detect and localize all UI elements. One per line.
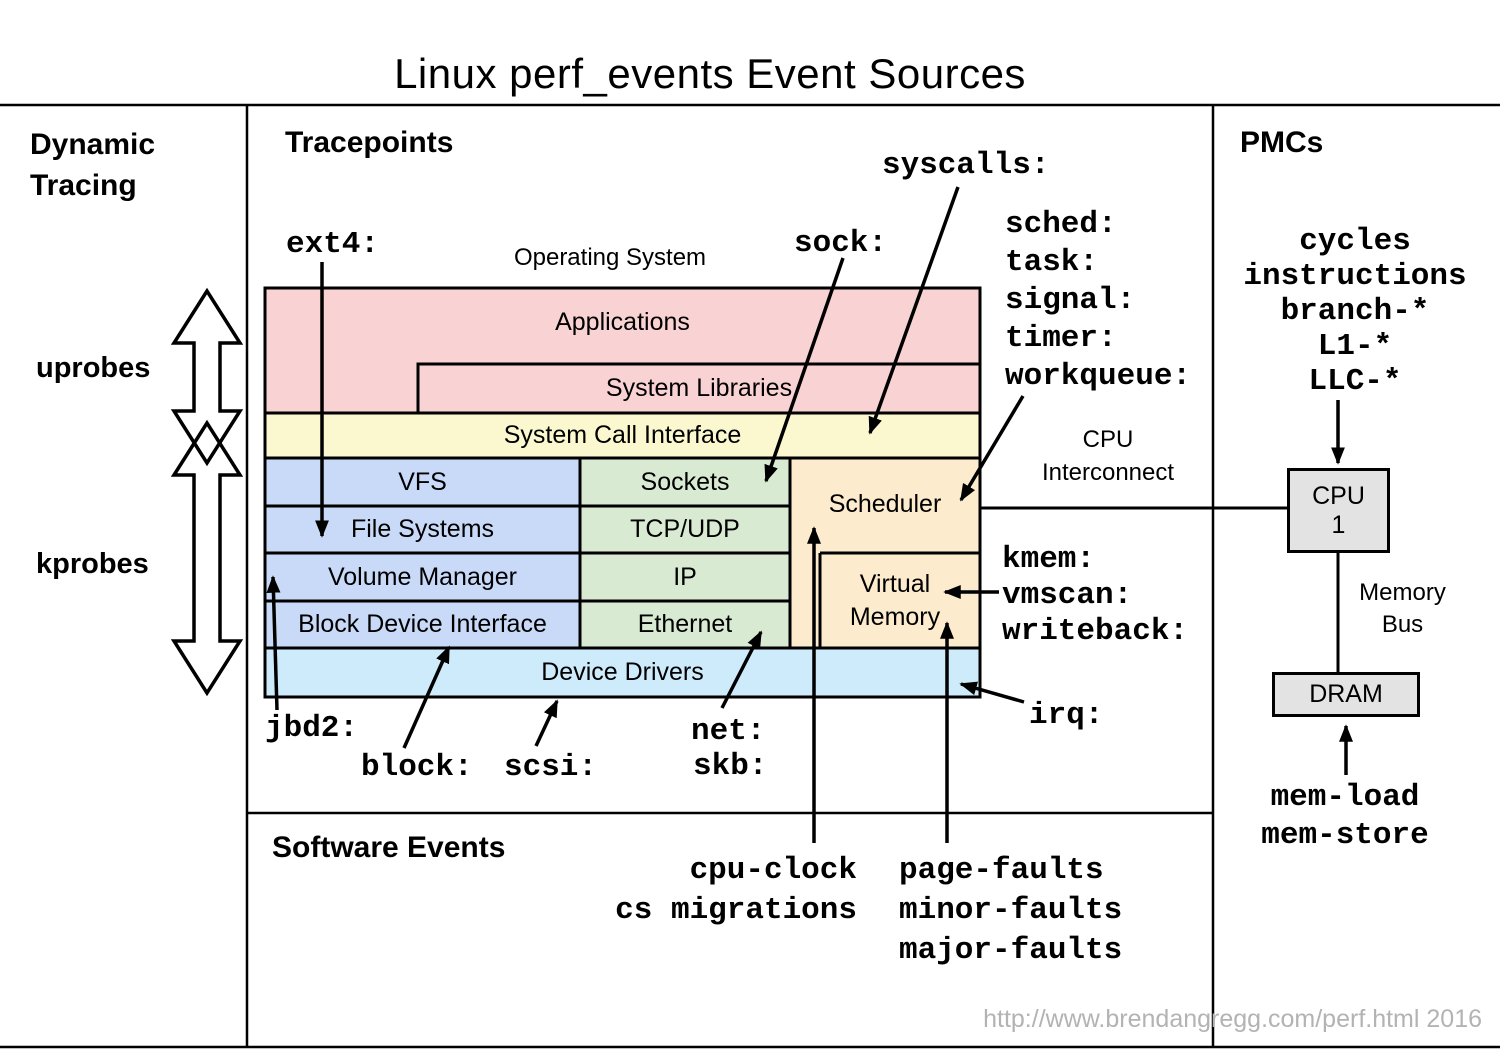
- vfs-cell: VFS: [265, 458, 580, 506]
- faults-group-labels: page-faults minor-faults major-faults: [899, 851, 1122, 971]
- task-label: task:: [1005, 245, 1099, 280]
- volume-manager-label: Volume Manager: [327, 562, 517, 591]
- footer-url: http://www.brendangregg.com/perf.html 20…: [983, 1005, 1482, 1033]
- software-events-heading: Software Events: [272, 831, 506, 864]
- pmcs-heading: PMCs: [1240, 126, 1324, 159]
- cpu1-label-line1: CPU: [1312, 481, 1365, 510]
- dynamic-tracing-heading-line1: Dynamic: [30, 128, 156, 161]
- major-faults-label: major-faults: [899, 933, 1123, 968]
- page-title: Linux perf_events Event Sources: [394, 50, 1026, 97]
- minor-faults-label: minor-faults: [899, 893, 1123, 928]
- operating-system-caption: Operating System: [513, 244, 707, 271]
- syscalls-label: syscalls:: [882, 148, 1050, 183]
- instructions-label: instructions: [1243, 259, 1467, 294]
- sched-label: sched:: [1005, 207, 1117, 242]
- mem-load-label: mem-load: [1270, 780, 1420, 815]
- llc-label: LLC-*: [1308, 364, 1402, 399]
- system-call-interface-cell: System Call Interface: [265, 413, 980, 458]
- cpu-clock-label: cpu-clock: [689, 853, 857, 888]
- skb-label: skb:: [693, 749, 768, 784]
- cs-migrations-label: cs migrations: [615, 893, 857, 928]
- dram-box: DRAM: [1272, 672, 1420, 717]
- mem-store-label: mem-store: [1261, 818, 1429, 853]
- jbd2-label: jbd2:: [265, 711, 359, 746]
- block-device-interface-cell: Block Device Interface: [265, 601, 580, 648]
- virtual-memory-cell: Virtual Memory: [820, 553, 970, 648]
- volume-manager-cell: Volume Manager: [265, 553, 580, 601]
- page-faults-label: page-faults: [899, 853, 1104, 888]
- virtual-memory-label-line1: Virtual: [859, 569, 931, 598]
- sockets-label: Sockets: [640, 467, 730, 496]
- ethernet-label: Ethernet: [637, 610, 733, 638]
- dram-label: DRAM: [1309, 680, 1383, 708]
- workqueue-label: workqueue:: [1005, 359, 1192, 394]
- uprobes-kprobes-arrows: [170, 287, 244, 697]
- cpu-interconnect-label: CPU Interconnect: [1028, 423, 1188, 489]
- device-drivers-cell: Device Drivers: [265, 648, 980, 697]
- scsi-label: scsi:: [504, 750, 598, 785]
- tcp-udp-cell: TCP/UDP: [580, 506, 790, 553]
- memory-bus-label: Memory Bus: [1350, 577, 1455, 641]
- device-drivers-label: Device Drivers: [541, 658, 704, 686]
- irq-label: irq:: [1029, 698, 1104, 733]
- ip-cell: IP: [580, 553, 790, 601]
- sock-label: sock:: [794, 226, 888, 261]
- ip-label: IP: [673, 562, 697, 591]
- ext4-label: ext4:: [286, 227, 380, 262]
- virtual-memory-label-line2: Memory: [849, 602, 941, 631]
- pmc-counter-labels: cycles instructions branch-* L1-* LLC-*: [1235, 224, 1475, 399]
- tracepoints-heading: Tracepoints: [285, 126, 454, 159]
- writeback-label: writeback:: [1002, 614, 1189, 649]
- kmem-label: kmem:: [1002, 542, 1096, 577]
- vmscan-label: vmscan:: [1002, 578, 1133, 613]
- timer-label: timer:: [1005, 321, 1117, 356]
- file-systems-label: File Systems: [350, 515, 495, 543]
- l1-label: L1-*: [1317, 329, 1393, 364]
- system-call-interface-label: System Call Interface: [503, 421, 742, 449]
- sockets-cell: Sockets: [580, 458, 790, 506]
- cycles-label: cycles: [1299, 224, 1411, 259]
- kprobes-range-arrow: [170, 419, 244, 697]
- scheduler-cell: Scheduler: [790, 458, 980, 550]
- system-libraries-cell: System Libraries: [418, 364, 980, 413]
- dynamic-tracing-heading-line2: Tracing: [30, 169, 137, 202]
- memory-bus-label-line1: Memory: [1359, 579, 1446, 606]
- scsi-arrow: [534, 699, 559, 747]
- mem-events-labels: mem-load mem-store: [1245, 779, 1445, 855]
- uprobes-range-arrow: [170, 287, 244, 467]
- vfs-label: VFS: [398, 467, 447, 496]
- branch-label: branch-*: [1280, 294, 1430, 329]
- memory-group-labels: kmem: vmscan: writeback:: [1002, 542, 1188, 650]
- cpu-interconnect-label-line1: CPU: [1082, 426, 1134, 453]
- signal-label: signal:: [1005, 283, 1136, 318]
- applications-label: Applications: [555, 307, 690, 336]
- file-systems-cell: File Systems: [265, 506, 580, 553]
- net-label: net:: [691, 714, 766, 749]
- cpu-clock-group-labels: cpu-clock cs migrations: [500, 851, 857, 931]
- sched-group-labels: sched: task: signal: timer: workqueue:: [1005, 206, 1191, 396]
- uprobes-label: uprobes: [36, 352, 151, 384]
- cpu1-box: CPU 1: [1287, 468, 1390, 553]
- tcp-udp-label: TCP/UDP: [630, 515, 740, 543]
- block-device-interface-label: Block Device Interface: [298, 610, 547, 638]
- cpu1-label-line2: 1: [1331, 510, 1346, 539]
- system-libraries-label: System Libraries: [605, 374, 793, 402]
- memory-bus-label-line2: Bus: [1381, 611, 1424, 638]
- ethernet-cell: Ethernet: [580, 601, 790, 648]
- scheduler-label: Scheduler: [828, 489, 942, 518]
- cpu-interconnect-label-line2: Interconnect: [1041, 459, 1175, 486]
- block-label: block:: [361, 750, 473, 785]
- kprobes-label: kprobes: [36, 548, 149, 580]
- applications-label-cell: Applications: [265, 292, 980, 352]
- dynamic-tracing-heading: Dynamic Tracing: [30, 124, 155, 206]
